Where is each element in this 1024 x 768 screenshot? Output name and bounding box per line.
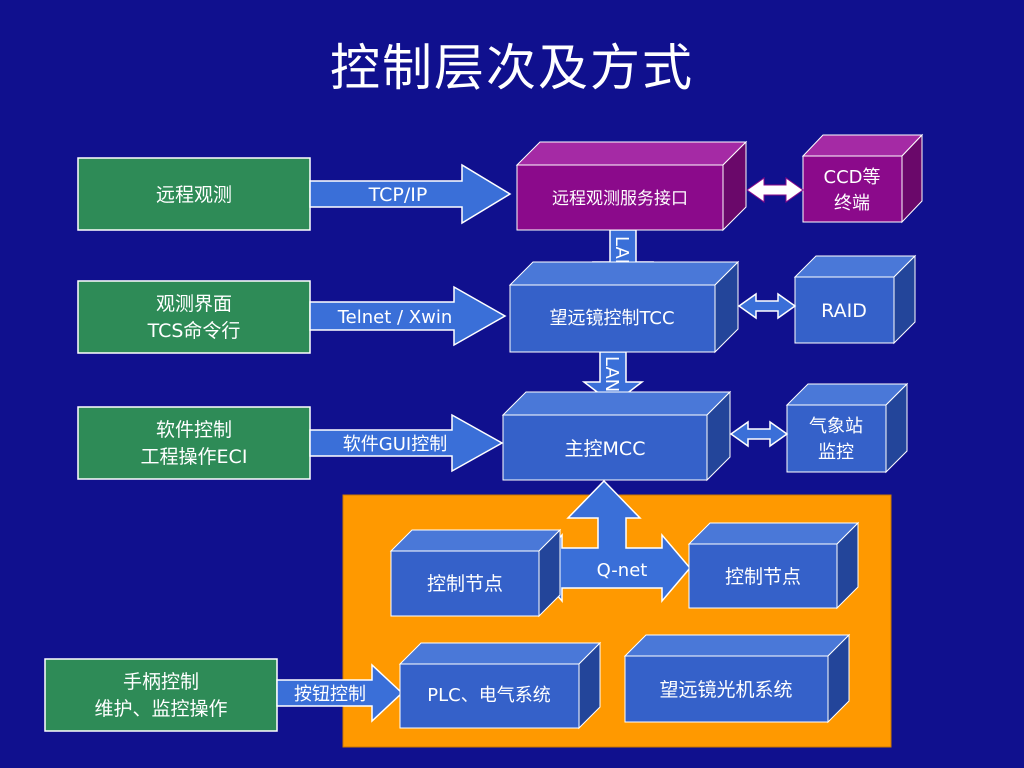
telescope-optics-label: 望远镜光机系统 (659, 679, 792, 701)
handset-control-label-1: 手柄控制 (123, 671, 199, 693)
tcc-box: 望远镜控制TCC (508, 260, 740, 354)
telnet-label: Telnet / Xwin (337, 307, 453, 328)
tcpip-arrow: TCP/IP (309, 163, 512, 225)
lan-label-lower: LAN (601, 356, 622, 392)
remote-service-interface-box: 远程观测服务接口 (515, 140, 748, 232)
control-node-right-box: 控制节点 (687, 521, 860, 610)
qnet-label: Q-net (597, 560, 648, 581)
observation-ui-label-1: 观测界面 (156, 293, 232, 315)
raid-link-arrow (737, 292, 797, 320)
telnet-arrow: Telnet / Xwin (309, 285, 507, 347)
button-control-label: 按钮控制 (294, 684, 366, 705)
weather-link-arrow (729, 420, 789, 448)
raid-box: RAID (793, 254, 917, 345)
page-title: 控制层次及方式 (330, 39, 694, 97)
plc-electrical-label: PLC、电气系统 (427, 685, 550, 706)
control-node-left-box: 控制节点 (389, 528, 562, 618)
plc-electrical-box: PLC、电气系统 (398, 641, 602, 730)
qnet-arrow: Q-net (533, 479, 691, 604)
remote-observation-box: 远程观测 (77, 157, 311, 231)
observation-ui-label-2: TCS命令行 (147, 320, 241, 342)
ccd-terminal-label-1: CCD等 (824, 167, 881, 188)
gui-control-arrow: 软件GUI控制 (309, 413, 504, 473)
mcc-label: 主控MCC (565, 438, 646, 460)
handset-control-box: 手柄控制 维护、监控操作 (44, 658, 278, 732)
telescope-optics-box: 望远镜光机系统 (623, 633, 851, 724)
control-node-right-label: 控制节点 (725, 566, 801, 588)
gui-control-label: 软件GUI控制 (343, 434, 447, 455)
remote-observation-label: 远程观测 (156, 184, 232, 206)
ccd-link-arrow (746, 177, 804, 203)
weather-station-label-1: 气象站 (809, 416, 863, 437)
button-control-arrow: 按钮控制 (276, 663, 404, 723)
remote-service-interface-label: 远程观测服务接口 (552, 189, 688, 209)
observation-ui-box: 观测界面 TCS命令行 (77, 280, 311, 354)
software-control-label-1: 软件控制 (156, 419, 232, 441)
tcc-label: 望远镜控制TCC (549, 308, 674, 329)
software-control-box: 软件控制 工程操作ECI (77, 406, 311, 480)
ccd-terminal-label-2: 终端 (834, 193, 870, 214)
handset-control-label-2: 维护、监控操作 (94, 698, 227, 720)
software-control-label-2: 工程操作ECI (141, 446, 248, 468)
mcc-box: 主控MCC (501, 390, 732, 482)
ccd-terminal-box: CCD等 终端 (801, 133, 924, 224)
tcpip-label: TCP/IP (368, 184, 428, 206)
raid-label: RAID (821, 300, 867, 322)
weather-station-box: 气象站 监控 (785, 382, 909, 474)
control-node-left-label: 控制节点 (427, 573, 503, 595)
weather-station-label-2: 监控 (818, 442, 854, 463)
